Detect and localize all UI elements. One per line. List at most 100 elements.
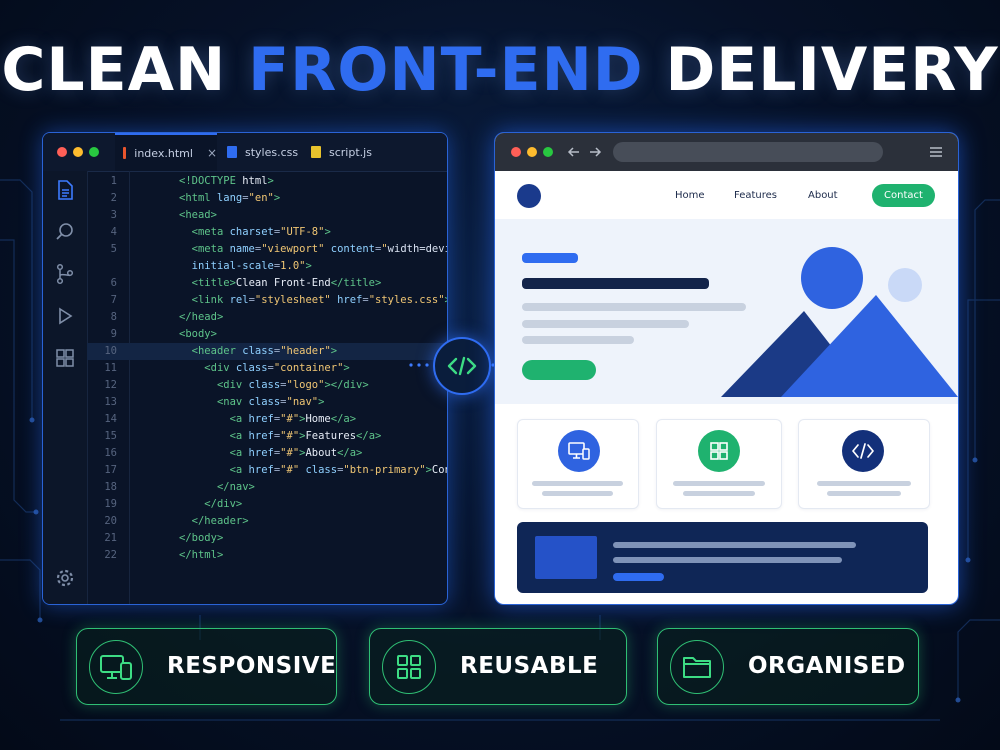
- browser-toolbar: [495, 133, 958, 171]
- code-line[interactable]: 11 <div class="container">: [87, 360, 447, 377]
- code-line[interactable]: 18 </nav>: [87, 479, 447, 496]
- maximize-window-dot[interactable]: [89, 147, 99, 157]
- address-bar[interactable]: [613, 142, 883, 162]
- line-number: 8: [110, 311, 117, 323]
- code-text: <a href="#">Features</a>: [229, 430, 382, 442]
- grid-icon: [382, 640, 436, 694]
- close-window-dot[interactable]: [57, 147, 67, 157]
- code-line[interactable]: 5 <meta name="viewport" content="width=d…: [87, 241, 447, 258]
- search-icon[interactable]: [54, 221, 76, 243]
- nav-link-about[interactable]: About: [808, 190, 838, 201]
- code-line[interactable]: 9<body>: [87, 326, 447, 343]
- feature-pill-organised: ORGANISED: [657, 628, 919, 705]
- code-line[interactable]: initial-scale=1.0">: [87, 258, 447, 275]
- code-line[interactable]: 16 <a href="#">About</a>: [87, 445, 447, 462]
- run-debug-icon[interactable]: [54, 305, 76, 327]
- code-line[interactable]: 2 <html lang="en">: [87, 190, 447, 207]
- tab-index-html[interactable]: index.html ×: [115, 133, 217, 171]
- feature-card: [517, 419, 639, 509]
- code-line[interactable]: 21</body>: [87, 530, 447, 547]
- code-line[interactable]: 14 <a href="#">Home</a>: [87, 411, 447, 428]
- back-arrow-icon[interactable]: [567, 145, 581, 159]
- headline-part-2: DELIVERY: [665, 35, 999, 105]
- folder-icon: [670, 640, 724, 694]
- content-banner: [517, 522, 928, 593]
- minimize-window-dot[interactable]: [73, 147, 83, 157]
- code-line[interactable]: 15 <a href="#">Features</a>: [87, 428, 447, 445]
- line-number: 5: [110, 243, 117, 255]
- js-file-icon: [311, 146, 321, 158]
- hero-text-placeholder: [522, 303, 746, 311]
- minimize-window-dot[interactable]: [527, 147, 537, 157]
- maximize-window-dot[interactable]: [543, 147, 553, 157]
- tab-label: script.js: [329, 145, 372, 159]
- code-text: <header class="header">: [191, 345, 338, 357]
- code-line[interactable]: 6 <title>Clean Front-End</title>: [87, 275, 447, 292]
- browser-window: Home Features About Contact: [494, 132, 959, 605]
- feature-label: REUSABLE: [460, 653, 599, 679]
- card-text-placeholder: [673, 481, 765, 486]
- site-logo[interactable]: [517, 184, 541, 208]
- line-number: 12: [104, 379, 117, 391]
- card-text-placeholder: [532, 481, 623, 486]
- settings-gear-icon[interactable]: [54, 567, 76, 589]
- code-text: <body>: [179, 328, 217, 340]
- code-text: </header>: [191, 515, 249, 527]
- tab-styles-css[interactable]: styles.css: [227, 133, 307, 171]
- code-text: <html lang="en">: [179, 192, 281, 204]
- code-line[interactable]: 10 <header class="header">: [87, 343, 447, 360]
- nav-link-home[interactable]: Home: [675, 190, 705, 201]
- menu-hamburger-icon[interactable]: [929, 146, 943, 158]
- hero-text-placeholder: [522, 336, 634, 344]
- files-icon[interactable]: [54, 179, 76, 201]
- tab-script-js[interactable]: script.js: [311, 133, 391, 171]
- card-text-placeholder: [827, 491, 901, 496]
- hero-cta-button[interactable]: [522, 360, 596, 380]
- code-line[interactable]: 22</html>: [87, 547, 447, 564]
- card-text-placeholder: [817, 481, 911, 486]
- hero-section: [495, 219, 958, 404]
- feature-pill-reusable: REUSABLE: [369, 628, 627, 705]
- editor-tab-bar: index.html × styles.css script.js: [43, 133, 447, 172]
- hero-title-placeholder: [522, 278, 709, 289]
- line-number: 19: [104, 498, 117, 510]
- code-line[interactable]: 19 </div>: [87, 496, 447, 513]
- gutter-separator: [129, 171, 130, 604]
- css-file-icon: [227, 146, 237, 158]
- close-tab-icon[interactable]: ×: [206, 146, 217, 160]
- code-line[interactable]: 13 <nav class="nav">: [87, 394, 447, 411]
- code-line[interactable]: 1<!DOCTYPE html>: [87, 173, 447, 190]
- code-line[interactable]: 12 <div class="logo"></div>: [87, 377, 447, 394]
- code-text: <a href="#">About</a>: [229, 447, 363, 459]
- banner-button-placeholder[interactable]: [613, 573, 664, 581]
- extensions-icon[interactable]: [54, 347, 76, 369]
- code-text: <a href="#">Home</a>: [229, 413, 357, 425]
- line-number: 2: [110, 192, 117, 204]
- code-line[interactable]: 7 <link rel="stylesheet" href="styles.cs…: [87, 292, 447, 309]
- devices-icon: [558, 430, 600, 472]
- banner-text-placeholder: [613, 542, 856, 548]
- contact-button[interactable]: Contact: [872, 184, 935, 207]
- code-line[interactable]: 20 </header>: [87, 513, 447, 530]
- source-control-icon[interactable]: [54, 263, 76, 285]
- code-text: <div class="logo"></div>: [216, 379, 369, 391]
- nav-link-features[interactable]: Features: [734, 190, 777, 201]
- feature-card: [656, 419, 782, 509]
- code-text: </html>: [179, 549, 224, 561]
- code-connector-badge: [433, 337, 491, 395]
- code-line[interactable]: 3<head>: [87, 207, 447, 224]
- code-line[interactable]: 8</head>: [87, 309, 447, 326]
- code-line[interactable]: 17 <a href="#" class="btn-primary">Conta…: [87, 462, 447, 479]
- tab-label: styles.css: [245, 145, 299, 159]
- line-number: 13: [104, 396, 117, 408]
- forward-arrow-icon[interactable]: [588, 145, 602, 159]
- code-text: initial-scale=1.0">: [191, 260, 312, 272]
- close-window-dot[interactable]: [511, 147, 521, 157]
- code-editor: index.html × styles.css script.js: [42, 132, 448, 605]
- card-text-placeholder: [542, 491, 613, 496]
- headline-part-1: CLEAN: [1, 35, 227, 105]
- code-text: <head>: [179, 209, 217, 221]
- code-line[interactable]: 4 <meta charset="UTF-8">: [87, 224, 447, 241]
- code-text: <a href="#" class="btn-primary">Contact<…: [229, 464, 447, 476]
